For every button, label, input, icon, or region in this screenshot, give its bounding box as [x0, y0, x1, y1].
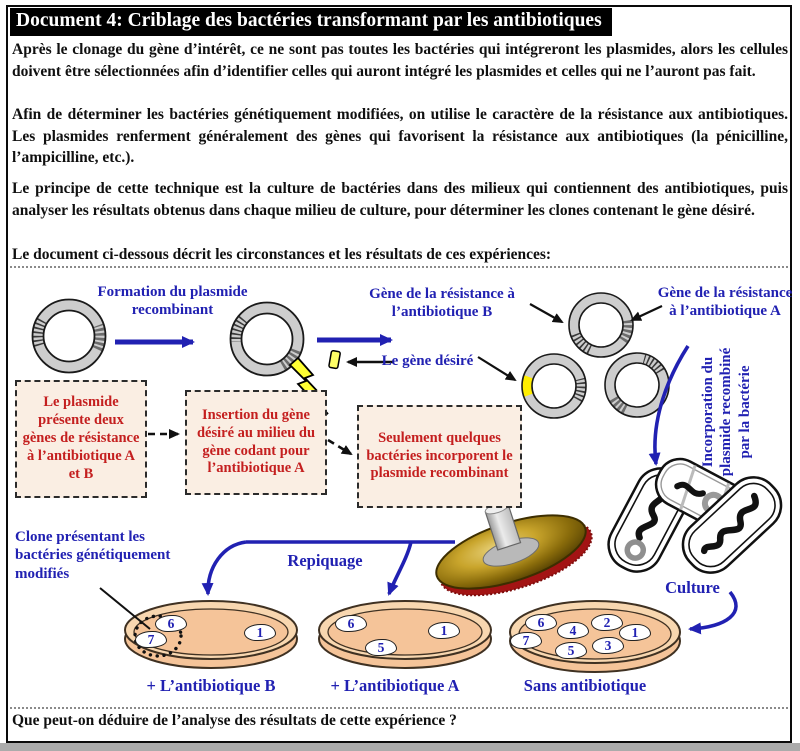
arrow-gene-inserted	[477, 356, 517, 382]
question-text: Que peut-on déduire de l’analyse des rés…	[12, 712, 457, 729]
arrow-repiquage-right	[387, 541, 413, 596]
label-repiquage: Repiquage	[287, 551, 363, 570]
bacterium-3	[681, 476, 783, 574]
colony-blob: 1	[244, 624, 276, 641]
paragraph-4: Le document ci-dessous décrit les circon…	[12, 246, 552, 263]
arrow-box2-box3	[327, 438, 353, 456]
colony-blob: 1	[619, 624, 651, 641]
colony-blob: 6	[335, 615, 367, 632]
colony-blob: 7	[510, 632, 542, 649]
label-gene-resistance-b: Gène de la résistance à l’antibiotique B	[369, 286, 515, 321]
bottom-scroll-strip	[0, 743, 800, 751]
dish-label-no-antibiotic: Sans antibiotique	[523, 676, 647, 695]
colony-blob: 4	[557, 622, 589, 639]
experiment-diagram: Formation du plasmide recombinant Gène d…	[10, 270, 792, 706]
arrow-repiquage-left	[201, 540, 247, 596]
colony-blob: 5	[555, 642, 587, 659]
paragraph-1: Après le clonage du gène d’intérêt, ce n…	[12, 41, 788, 80]
colony-blob: 5	[365, 639, 397, 656]
desired-gene-piece	[328, 350, 341, 370]
label-formation: Formation du plasmide recombinant	[97, 284, 248, 319]
plasmid-two-resistance-genes	[568, 292, 634, 358]
plasmid-recombinant	[521, 353, 587, 419]
colony-blob: 2	[591, 614, 623, 631]
clone-pointer-line	[99, 587, 151, 630]
paragraph-2: Afin de déterminer les bactéries génétiq…	[12, 106, 788, 166]
replica-stamp	[435, 502, 593, 597]
note-insertion-gene: Insertion du gène désiré au milieu du gè…	[185, 390, 327, 495]
petri-dish-antibiotic-a	[318, 600, 492, 669]
note-few-bacteria: Seulement quelques bactéries incorporent…	[357, 405, 522, 508]
arrow-gene-b	[529, 303, 564, 323]
plasmid-non-recombinant	[604, 352, 670, 418]
dish-label-antibiotic-b: + L’antibiotique B	[146, 676, 276, 695]
label-incorporation: Incorporation du plasmide recombiné par …	[700, 347, 753, 477]
arrow-incorporation	[648, 345, 690, 466]
colony-blob: 7	[135, 631, 167, 648]
document-title: Document 4: Criblage des bactéries trans…	[10, 8, 612, 36]
label-culture: Culture	[665, 578, 720, 597]
arrow-gene-a	[630, 305, 663, 321]
colony-blob: 3	[592, 637, 624, 654]
note-plasmid-two-genes: Le plasmide présente deux gènes de résis…	[15, 380, 147, 498]
dotted-separator-bottom	[10, 707, 788, 709]
label-gene-resistance-a: Gène de la résistance à l’antibiotique A	[657, 285, 793, 320]
colony-blob: 6	[155, 615, 187, 632]
dotted-separator-top	[10, 266, 788, 268]
arrow-culture	[688, 590, 738, 635]
label-desired-gene: Le gène désiré	[381, 353, 474, 369]
clone-highlight-circle	[133, 614, 183, 658]
paragraph-3: Le principe de cette technique est la cu…	[12, 180, 788, 219]
plasmid-cut	[229, 301, 305, 377]
label-clone: Clone présentant les bactéries génétique…	[15, 529, 171, 582]
dish-label-antibiotic-a: + L’antibiotique A	[330, 676, 460, 695]
colony-blob: 1	[428, 622, 460, 639]
plasmid-original	[31, 298, 107, 374]
colony-blob: 6	[525, 614, 557, 631]
